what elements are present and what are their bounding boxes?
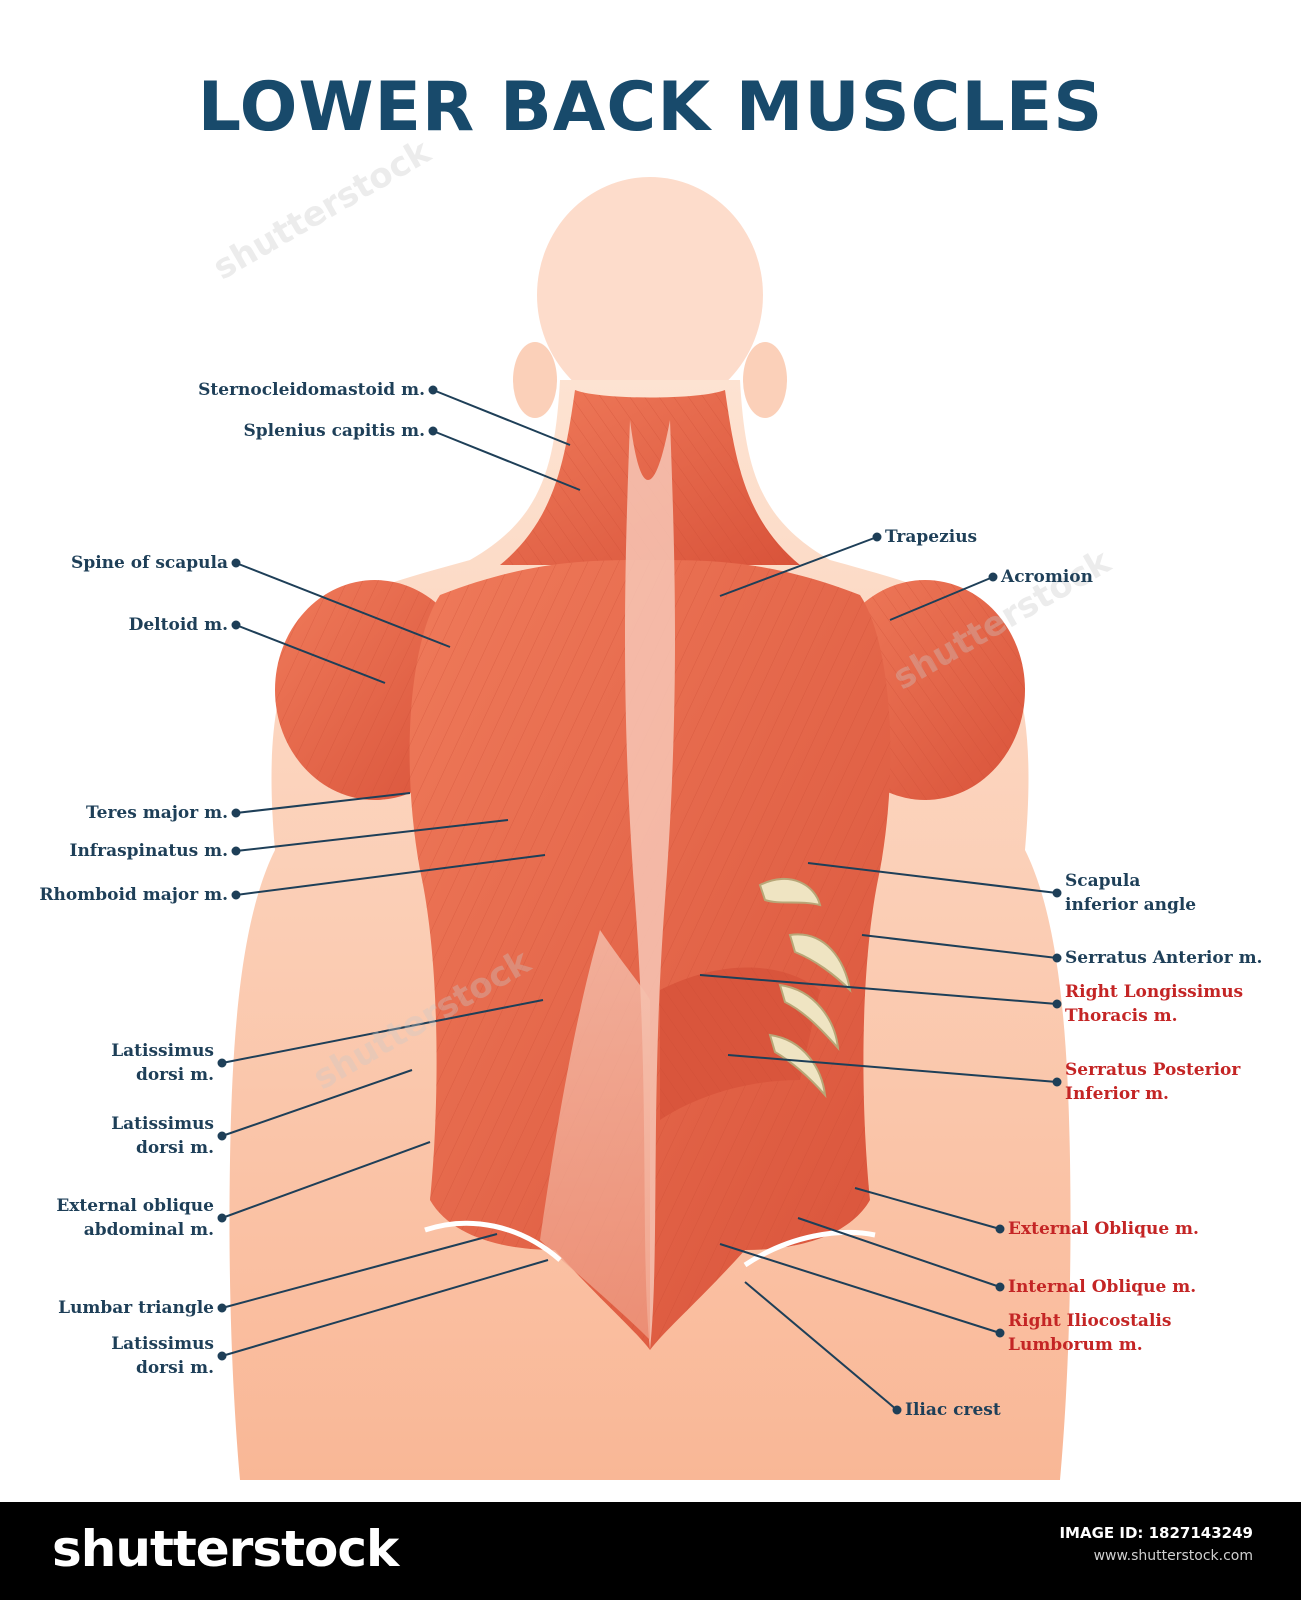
label-line: Sternocleidomastoid m. <box>198 380 425 400</box>
label-line: Iliac crest <box>905 1400 1001 1420</box>
label-line: Lumborum m. <box>1008 1335 1143 1355</box>
label-line: Acromion <box>1001 567 1093 587</box>
label-external-oblique-abd: External oblique abdominal m. <box>56 1194 214 1242</box>
ribs <box>758 877 852 1099</box>
label-line: Inferior m. <box>1065 1084 1169 1104</box>
label-line: External Oblique m. <box>1008 1219 1199 1239</box>
site-url[interactable]: www.shutterstock.com <box>1093 1548 1253 1564</box>
label-latissimus-3: Latissimus dorsi m. <box>111 1332 214 1380</box>
label-line: Splenius capitis m. <box>243 421 425 441</box>
image-id: IMAGE ID: 1827143249 <box>1059 1524 1253 1542</box>
label-line: External oblique <box>56 1196 214 1216</box>
label-serratus-anterior: Serratus Anterior m. <box>1065 946 1262 970</box>
label-splenius: Splenius capitis m. <box>243 419 425 443</box>
label-line: Right Iliocostalis <box>1008 1311 1172 1331</box>
label-line: Latissimus <box>111 1114 214 1134</box>
label-teres: Teres major m. <box>86 801 228 825</box>
label-line: dorsi m. <box>135 1358 214 1378</box>
label-line: Internal Oblique m. <box>1008 1277 1197 1297</box>
label-line: Infraspinatus m. <box>69 841 229 861</box>
footer-bar: shutterstock IMAGE ID: 1827143249 www.sh… <box>0 1502 1301 1600</box>
label-line: Serratus Anterior m. <box>1065 948 1263 968</box>
head <box>513 177 787 418</box>
label-line: Trapezius <box>885 527 978 547</box>
label-deltoid: Deltoid m. <box>129 613 228 637</box>
label-rhomboid: Rhomboid major m. <box>39 883 228 907</box>
label-line: Deltoid m. <box>128 615 228 635</box>
label-acromion: Acromion <box>1001 565 1093 589</box>
label-line: Latissimus <box>111 1041 214 1061</box>
footer-image-info: IMAGE ID: 1827143249 www.shutterstock.co… <box>1059 1524 1253 1564</box>
label-trapezius: Trapezius <box>885 525 977 549</box>
label-line: Scapula <box>1065 871 1141 891</box>
label-line: Lumbar triangle <box>58 1298 214 1318</box>
footer-logo[interactable]: shutterstock <box>52 1520 399 1578</box>
label-internal-oblique: Internal Oblique m. <box>1008 1275 1196 1299</box>
label-latissimus-1: Latissimus dorsi m. <box>111 1039 214 1087</box>
label-line: inferior angle <box>1065 895 1197 915</box>
label-line: dorsi m. <box>135 1065 214 1085</box>
label-line: dorsi m. <box>135 1138 214 1158</box>
leader-lines <box>217 385 581 1361</box>
leader-lines-right <box>699 532 1062 1415</box>
label-line: Thoracis m. <box>1065 1006 1178 1026</box>
label-line: Spine of scapula <box>71 553 228 573</box>
label-line: Latissimus <box>111 1334 214 1354</box>
label-latissimus-2: Latissimus dorsi m. <box>111 1112 214 1160</box>
label-line: Serratus Posterior <box>1065 1060 1241 1080</box>
diagram-title: LOWER BACK MUSCLES <box>197 68 1104 147</box>
muscle-layer <box>275 390 1025 1350</box>
label-line: Rhomboid major m. <box>39 885 228 905</box>
label-infraspinatus: Infraspinatus m. <box>70 839 229 863</box>
label-line: Teres major m. <box>85 803 228 823</box>
label-scapula-angle: Scapula inferior angle <box>1065 869 1196 917</box>
label-line: abdominal m. <box>83 1220 214 1240</box>
label-lumbar: Lumbar triangle <box>58 1296 214 1320</box>
label-line: Right Longissimus <box>1065 982 1244 1002</box>
label-sternocleidomastoid: Sternocleidomastoid m. <box>198 378 425 402</box>
label-spine-scapula: Spine of scapula <box>71 551 228 575</box>
label-iliac: Iliac crest <box>905 1398 1001 1422</box>
label-external-oblique: External Oblique m. <box>1008 1217 1199 1241</box>
